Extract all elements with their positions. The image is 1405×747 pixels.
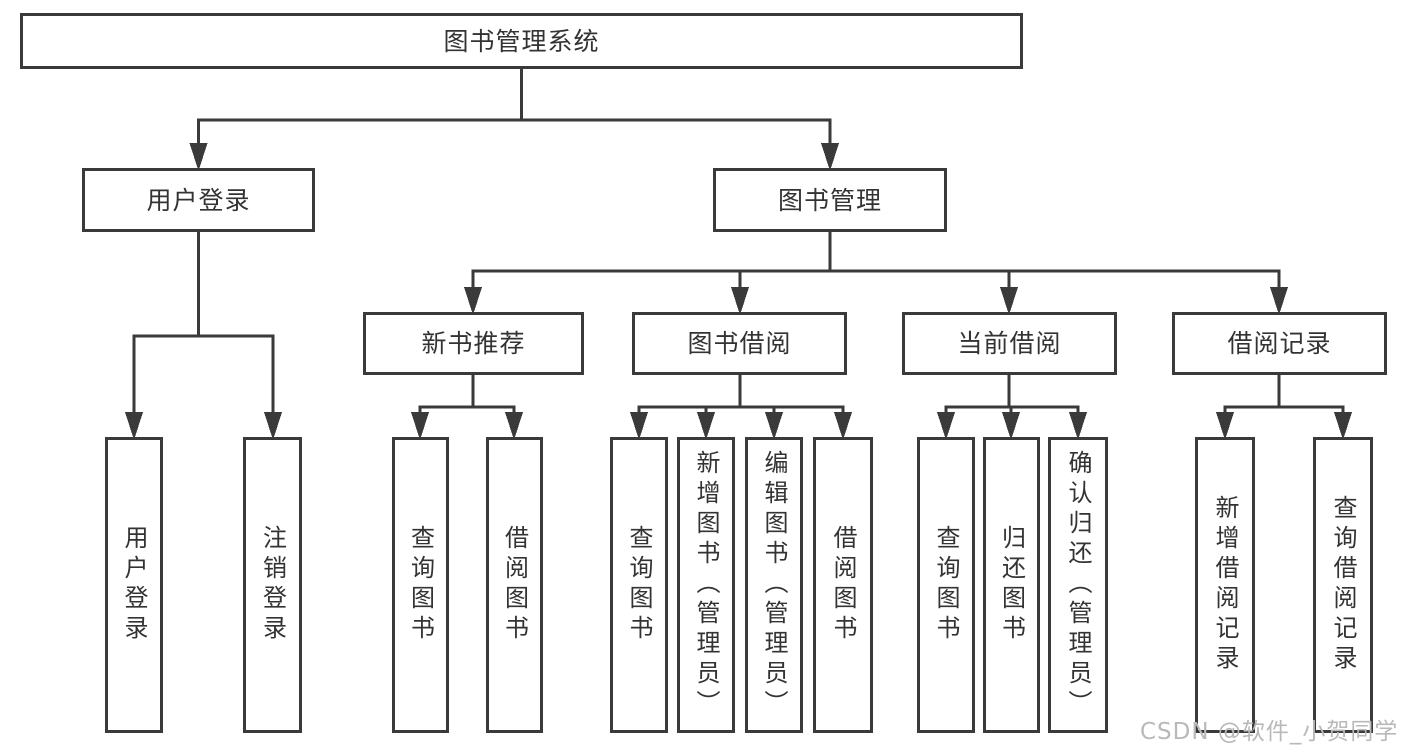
leaf-cb-query-books: 查询图书: [917, 437, 975, 733]
leaf-nb-borrow-books: 借阅图书: [486, 437, 543, 733]
leaf-cb-return-books: 归还图书: [983, 437, 1040, 733]
connector-book-borrow: [630, 375, 852, 440]
connector-current-borrow: [937, 375, 1087, 440]
node-book-management: 图书管理: [713, 168, 947, 232]
leaf-br-add-record: 新增借阅记录: [1195, 437, 1255, 733]
leaf-user-login: 用户登录: [105, 437, 163, 733]
leaf-bb-edit-books: 编辑图书（管理员）: [745, 437, 803, 733]
connector-borrow-records: [1216, 375, 1352, 440]
node-user-login: 用户登录: [82, 168, 315, 232]
node-new-book-recommend: 新书推荐: [363, 312, 584, 375]
node-root: 图书管理系统: [20, 13, 1023, 69]
connector-book-management: [464, 232, 1288, 315]
leaf-bb-query-books: 查询图书: [610, 437, 668, 733]
leaf-nb-query-books: 查询图书: [392, 437, 449, 733]
watermark: CSDN @软件_小贺同学: [1140, 719, 1399, 745]
node-book-borrow: 图书借阅: [632, 312, 847, 375]
leaf-cb-confirm-return: 确认归还（管理员）: [1048, 437, 1108, 733]
connector-user-login: [125, 232, 282, 440]
leaf-bb-add-books: 新增图书（管理员）: [677, 437, 735, 733]
connector-new-book-recommend: [411, 375, 523, 440]
leaf-bb-borrow-books: 借阅图书: [813, 437, 873, 733]
leaf-br-query-record: 查询借阅记录: [1313, 437, 1373, 733]
node-current-borrow: 当前借阅: [902, 312, 1117, 375]
connector-root: [189, 69, 839, 171]
leaf-logout: 注销登录: [243, 437, 302, 733]
node-borrow-records: 借阅记录: [1172, 312, 1387, 375]
